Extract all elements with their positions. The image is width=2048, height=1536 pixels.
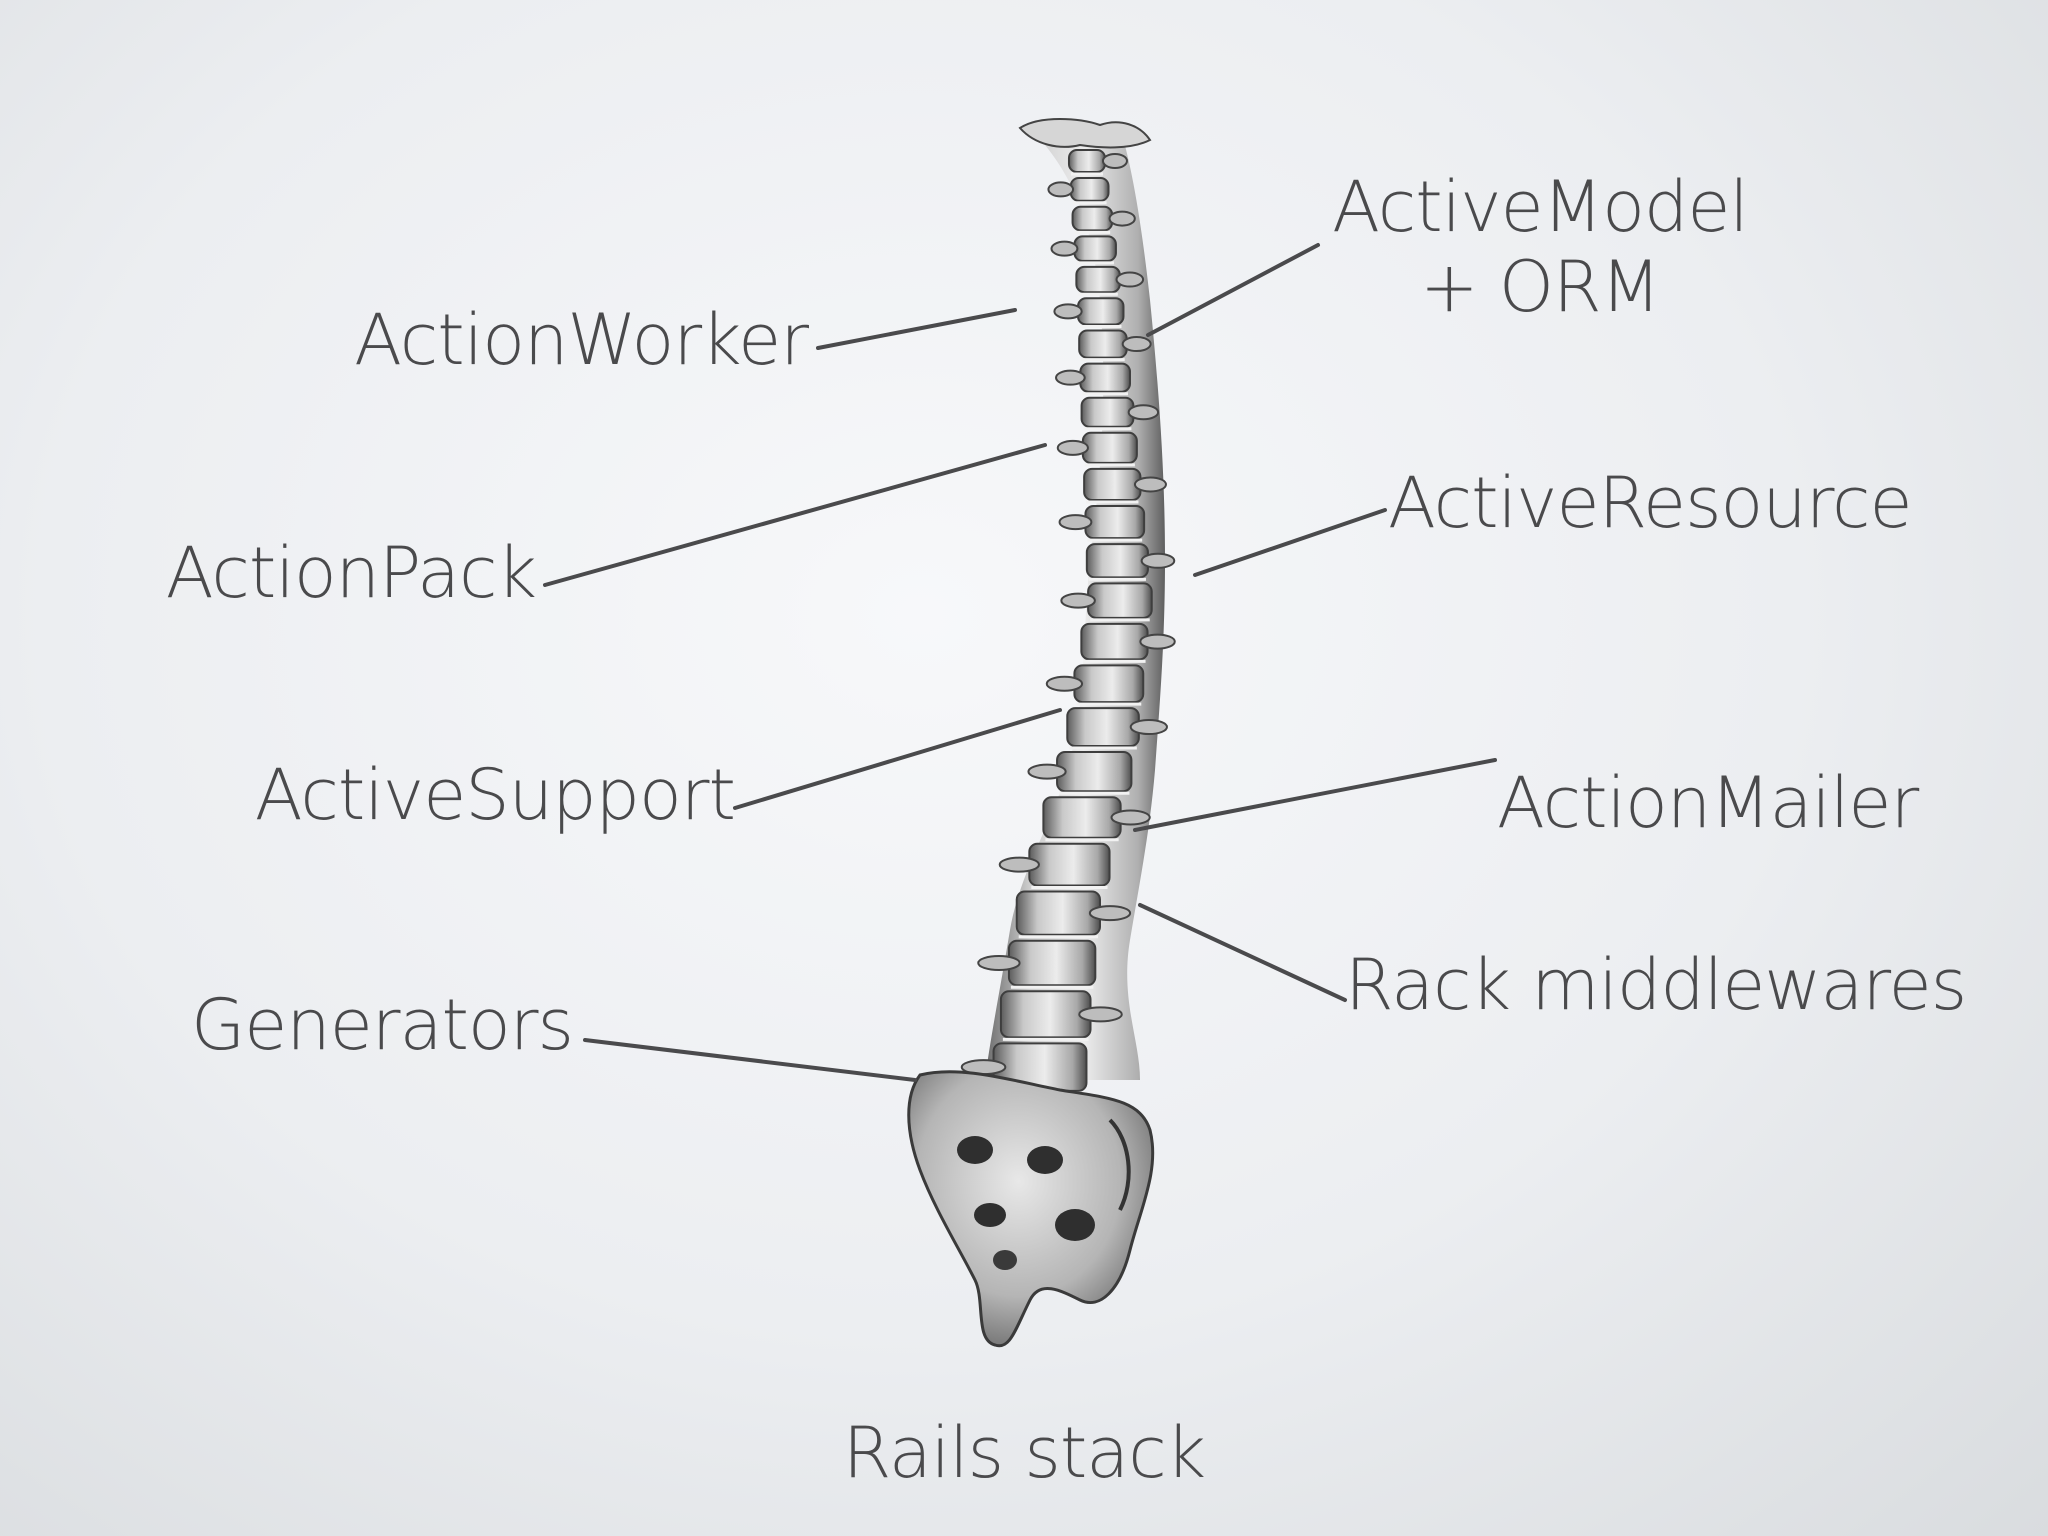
spinous-process [1127,404,1160,421]
label-action-pack: ActionPack [165,532,537,614]
label-active-resource: ActiveResource [1388,462,1913,544]
leader-line-rack-middlewares [1138,903,1347,1002]
spinous-process [1050,240,1079,257]
vertebra [1081,431,1138,464]
vertebra [1067,149,1106,173]
label-action-worker: ActionWorker [354,299,809,381]
vertebra [1080,396,1135,428]
spinous-process [1055,369,1086,386]
vertebra [1007,939,1097,987]
leader-line-action-mailer [1133,758,1497,832]
spinous-process [1133,476,1167,493]
vertebrae-group [992,149,1153,1095]
spinous-process [1101,153,1128,169]
spinous-process [998,856,1040,873]
leader-line-active-resource [1193,508,1387,577]
spinous-process [1045,675,1084,692]
spinous-process [1027,763,1067,780]
leader-line-action-worker [816,308,1017,350]
spinous-process [1110,809,1151,826]
spinous-process [1115,271,1145,288]
vertebra [1079,362,1131,393]
spinous-process [1088,905,1132,922]
label-action-mailer: ActionMailer [1497,762,1919,844]
spinous-process [1129,719,1168,736]
vertebra [1085,543,1149,579]
spinous-process [1058,514,1093,531]
spinous-process [1053,303,1083,320]
leader-line-action-pack [543,443,1047,587]
leader-line-active-support [733,708,1062,810]
label-generators: Generators [191,984,574,1066]
spinous-process [1139,633,1176,650]
vertebra [1073,235,1117,262]
vertebra [1083,467,1142,501]
vertebra [1080,622,1149,661]
vertebra [1042,796,1122,839]
spinous-process [1108,210,1136,227]
vertebra [1028,842,1111,887]
vertebra [1078,329,1128,359]
leader-line-active-model [1146,243,1320,337]
vertebra [1066,707,1140,748]
vertebra [1069,177,1110,202]
vertebra [1087,582,1153,619]
label-rack-middlewares: Rack middlewares [1345,944,1967,1026]
vertebra [1073,664,1145,704]
vertebra [999,990,1092,1039]
leader-line-generators [583,1038,917,1082]
leader-lines [543,243,1497,1082]
spinous-process [1140,552,1176,569]
vertebra [1015,890,1101,936]
vertebra [1075,265,1121,294]
spinous-process [1056,439,1089,456]
slide-caption: Rails stack [842,1412,1206,1494]
vertebra [1084,504,1146,540]
label-active-model-line1: ActiveModel [1332,166,1749,248]
label-active-model: ActiveModel + ORM [1330,172,1750,322]
label-active-support: ActiveSupport [254,754,736,836]
label-active-model-line2: + ORM [1419,246,1661,328]
vertebra [1077,297,1125,326]
vertebra [1071,205,1114,232]
spinous-process [1047,181,1075,198]
spinous-process [1121,336,1152,353]
spinous-process [1078,1006,1123,1023]
spinous-process [1060,592,1096,609]
spinous-process [977,955,1021,972]
vertebra [1056,751,1133,793]
